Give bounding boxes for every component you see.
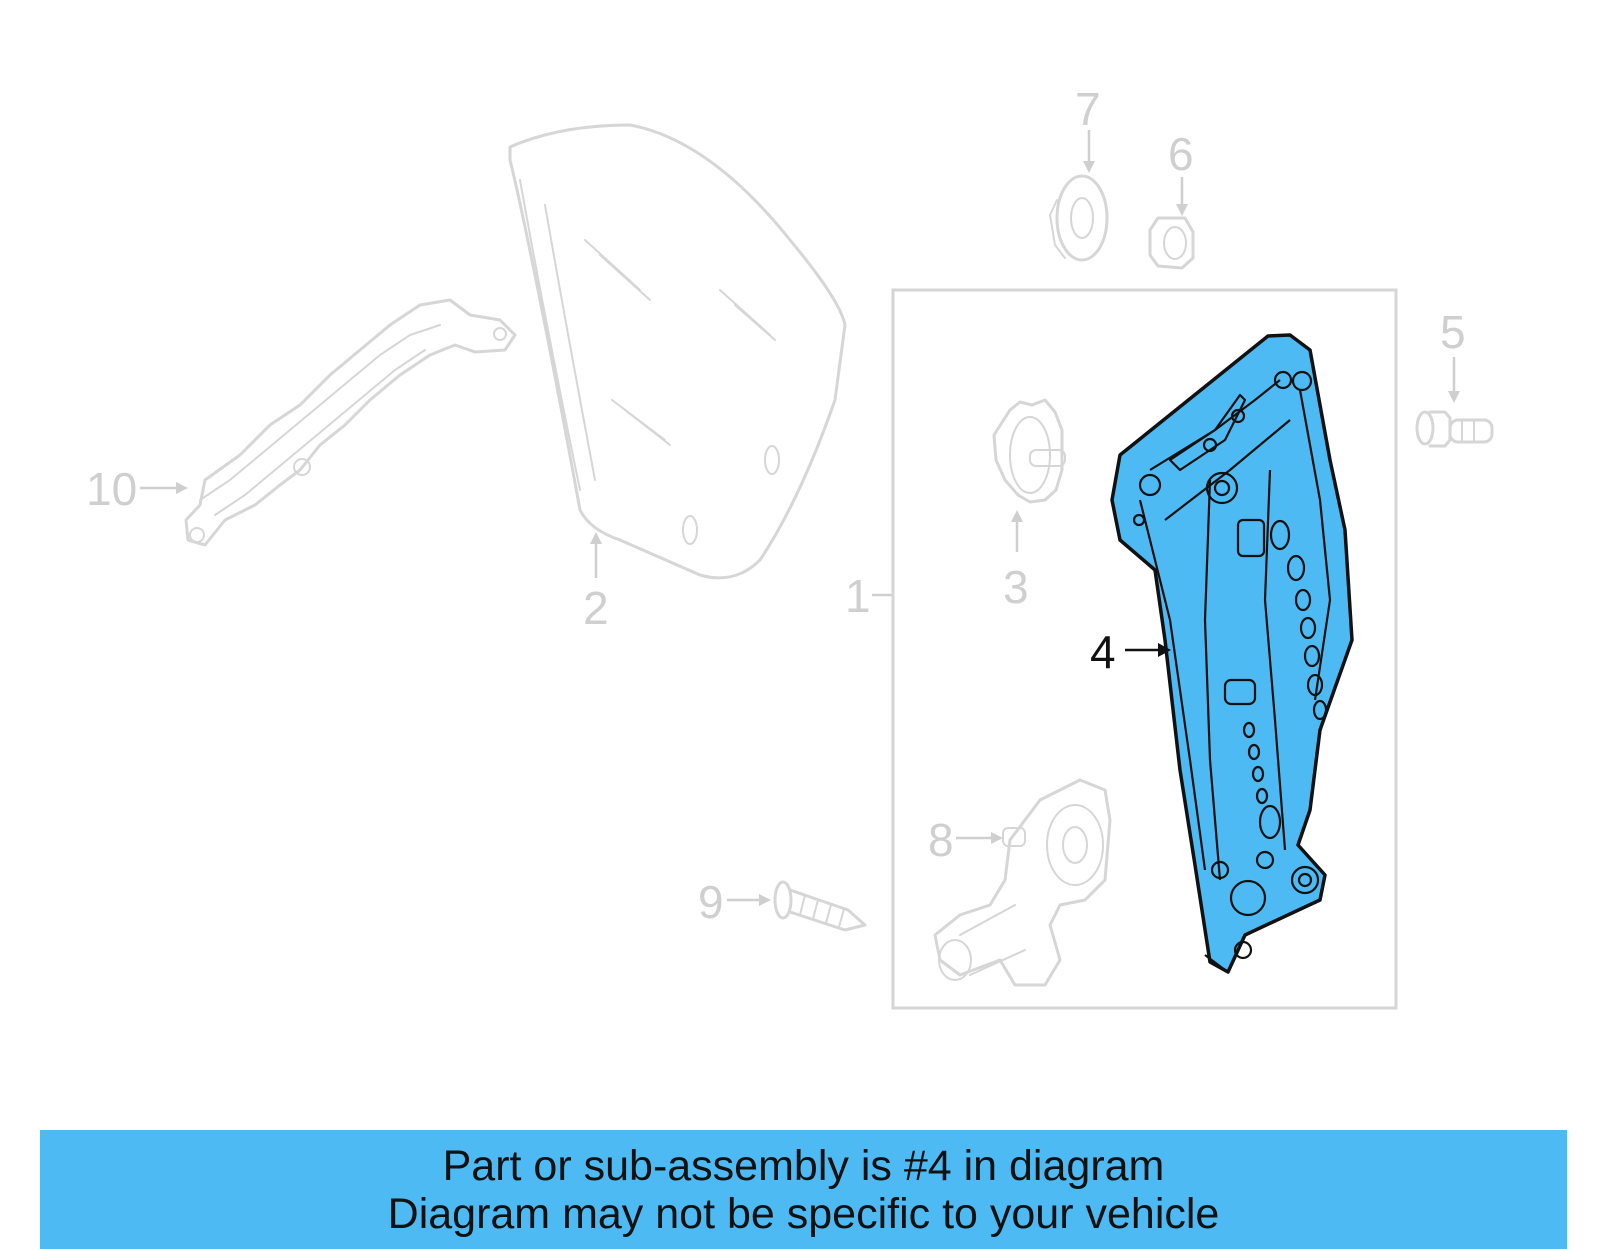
callout-8: 8	[928, 814, 1003, 866]
callout-6-label: 6	[1168, 128, 1194, 180]
part-5-bolt	[1415, 410, 1494, 448]
part-10-guide-channel	[184, 298, 517, 547]
callout-3: 3	[1003, 510, 1029, 613]
callout-7: 7	[1075, 83, 1101, 173]
parts-diagram: 10 2 7 6	[86, 83, 1494, 1010]
callout-7-label: 7	[1075, 83, 1101, 135]
part-4-window-regulator	[1110, 333, 1354, 974]
part-3-gear	[992, 398, 1066, 504]
callout-1-label: 1	[845, 570, 871, 622]
callout-9: 9	[698, 876, 771, 928]
callout-5-label: 5	[1440, 306, 1466, 358]
callout-2: 2	[583, 532, 609, 634]
part-6-nut	[1148, 216, 1195, 270]
part-2-door-glass	[508, 123, 847, 580]
banner-line-disclaimer: Diagram may not be specific to your vehi…	[387, 1189, 1220, 1238]
callout-10: 10	[86, 463, 188, 515]
callout-5: 5	[1440, 306, 1466, 403]
callout-3-label: 3	[1003, 561, 1029, 613]
part-9-screw	[773, 880, 867, 932]
callout-6: 6	[1168, 128, 1194, 216]
part-8-motor	[933, 778, 1112, 987]
callout-8-label: 8	[928, 814, 954, 866]
callout-2-label: 2	[583, 582, 609, 634]
assembly-box	[891, 288, 1398, 1010]
part-7-seal	[1048, 174, 1109, 262]
callout-1: 1	[845, 570, 892, 622]
callout-4-label: 4	[1090, 626, 1116, 678]
info-banner: Part or sub-assembly is #4 in diagram Di…	[40, 1130, 1567, 1249]
callout-9-label: 9	[698, 876, 724, 928]
callout-10-label: 10	[86, 463, 137, 515]
callout-4: 4	[1090, 626, 1171, 678]
banner-line-part-info: Part or sub-assembly is #4 in diagram	[442, 1141, 1165, 1190]
